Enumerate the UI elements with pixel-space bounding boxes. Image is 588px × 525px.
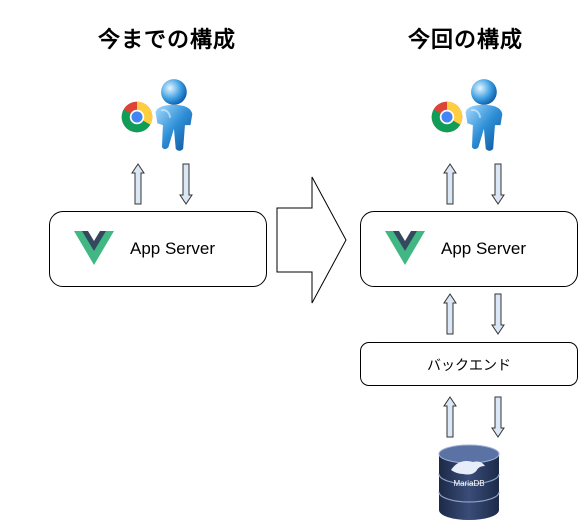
arrow-down-icon — [491, 396, 505, 438]
arrow-down-icon — [491, 163, 505, 205]
app-server-box: App Server — [360, 211, 578, 287]
mariadb-logo-text: MariaDB — [453, 479, 484, 488]
user-icon — [460, 76, 506, 154]
chrome-icon — [120, 100, 154, 134]
app-server-label: App Server — [441, 239, 527, 258]
user-icon — [150, 76, 196, 154]
vue-logo-icon — [385, 231, 425, 265]
backend-label: バックエンド — [427, 358, 511, 374]
mariadb-icon: MariaDB — [438, 444, 500, 520]
app-server-box: App Server — [49, 211, 267, 287]
transition-arrow-icon — [276, 176, 347, 304]
arrow-down-icon — [491, 293, 505, 335]
new-architecture-title: 今回の構成 — [408, 28, 524, 53]
backend-box: バックエンド — [360, 342, 578, 386]
arrow-up-icon — [443, 396, 457, 438]
vue-logo-icon — [74, 231, 114, 265]
arrow-down-icon — [179, 163, 193, 205]
current-architecture-title: 今までの構成 — [98, 28, 237, 53]
chrome-icon — [430, 100, 464, 134]
arrow-up-icon — [443, 293, 457, 335]
app-server-label: App Server — [130, 239, 216, 258]
arrow-up-icon — [131, 163, 145, 205]
arrow-up-icon — [443, 163, 457, 205]
